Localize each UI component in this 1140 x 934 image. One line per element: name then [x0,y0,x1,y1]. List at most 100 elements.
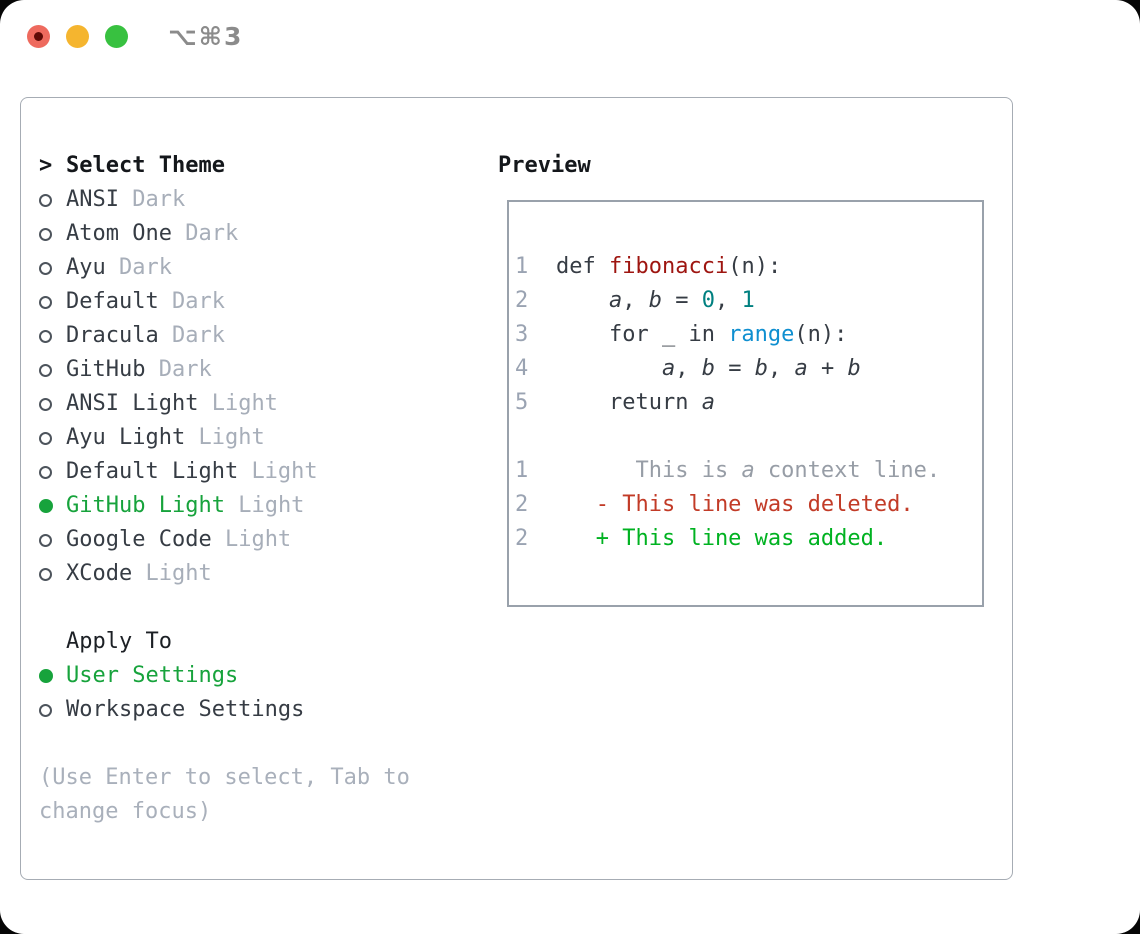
radio-icon [39,568,52,581]
code-token: 1 [741,288,755,313]
code-token: + [807,356,848,381]
radio-icon [39,194,52,207]
theme-option-ayu-dark[interactable]: Ayu Dark [39,251,473,285]
preview-column: Preview [498,149,591,183]
code-token: - This line was deleted. [556,492,914,517]
preview-title: Preview [498,153,591,178]
apply-to-heading-row: Apply To [39,625,473,659]
close-button[interactable] [26,25,50,48]
code-token: context line. [754,458,941,483]
code-token: This is [556,458,742,483]
hint-text: (Use Enter to select, Tab to change focu… [39,765,410,824]
theme-variant-label: Light [238,493,305,518]
close-button-dot [33,32,43,41]
code-token: def [556,254,609,279]
select-theme-title: Select Theme [66,153,225,178]
code-token [556,288,609,313]
code-token: range [728,322,795,347]
code-token: b [847,356,861,381]
code-token: , [767,356,795,381]
theme-option-github-light-light[interactable]: GitHub Light Light [39,489,473,523]
radio-icon [39,296,52,309]
theme-name-label: GitHub Light [66,493,225,518]
radio-icon [39,704,52,717]
radio-icon [39,262,52,275]
theme-name-label: Ayu [66,255,106,280]
line-number: 2 [515,288,529,313]
code-token [556,356,662,381]
line-number: 2 [515,526,529,551]
code-token: a [608,288,623,313]
select-theme-heading-row: >Select Theme [39,149,473,183]
spacer [39,591,473,625]
code-line: 2 a, b = 0, 1 [515,284,982,318]
theme-option-ansi-light-light[interactable]: ANSI Light Light [39,387,473,421]
diff-line: 2 - This line was deleted. [515,488,982,522]
code-token: b [701,356,715,381]
theme-name-label: Dracula [66,323,159,348]
apply-option-workspace-settings[interactable]: Workspace Settings [39,693,473,727]
code-token: , [622,288,649,313]
theme-variant-label: Light [198,425,265,450]
code-token: + This line was added. [556,526,888,551]
theme-name-label: Atom One [66,221,172,246]
theme-variant-label: Dark [171,289,225,314]
radio-icon [39,398,52,411]
code-token: a [701,390,715,415]
code-token: a [741,458,755,483]
theme-name-label: Default [66,289,159,314]
radio-icon [39,534,52,547]
code-token: fibonacci [608,254,729,279]
theme-option-ansi-dark[interactable]: ANSI Dark [39,183,473,217]
theme-name-label: ANSI [66,187,119,212]
code-token: a [794,356,808,381]
apply-to-title: Apply To [66,629,172,654]
radio-icon [39,466,52,479]
theme-variant-label: Dark [132,187,186,212]
line-number: 1 [515,458,529,483]
radio-icon [39,228,52,241]
preview-blank-line [515,420,982,454]
apply-option-label: Workspace Settings [66,697,305,722]
theme-option-default-dark[interactable]: Default Dark [39,285,473,319]
theme-variant-label: Dark [158,357,212,382]
line-number: 1 [515,254,529,279]
zoom-button[interactable] [104,25,128,48]
code-token: b [754,356,768,381]
theme-variant-label: Dark [171,323,225,348]
theme-option-ayu-light-light[interactable]: Ayu Light Light [39,421,473,455]
theme-option-google-code-light[interactable]: Google Code Light [39,523,473,557]
minimize-button[interactable] [65,25,89,48]
theme-option-atom-one-dark[interactable]: Atom One Dark [39,217,473,251]
titlebar: ⌥⌘3 [0,0,1140,76]
theme-option-dracula-dark[interactable]: Dracula Dark [39,319,473,353]
code-token: for _ in [556,322,729,347]
diff-line: 1 This is a context line. [515,454,982,488]
line-number: 5 [515,390,529,415]
theme-option-github-dark[interactable]: GitHub Dark [39,353,473,387]
theme-variant-label: Dark [185,221,239,246]
code-line: 5 return a [515,386,982,420]
theme-variant-label: Light [251,459,318,484]
code-token: , [714,288,742,313]
theme-name-label: Google Code [66,527,212,552]
diff-preview: 1 This is a context line.2 - This line w… [515,454,982,556]
theme-variant-label: Light [145,561,212,586]
radio-icon [39,330,52,343]
diff-line: 2 + This line was added. [515,522,982,556]
theme-name-label: GitHub [66,357,146,382]
code-token: (n): [794,322,848,347]
theme-option-default-light-light[interactable]: Default Light Light [39,455,473,489]
code-token: a [661,356,676,381]
theme-name-label: ANSI Light [66,391,199,416]
theme-option-xcode-light[interactable]: XCode Light [39,557,473,591]
spacer [39,727,473,761]
code-token: = [714,356,755,381]
apply-option-user-settings[interactable]: User Settings [39,659,473,693]
